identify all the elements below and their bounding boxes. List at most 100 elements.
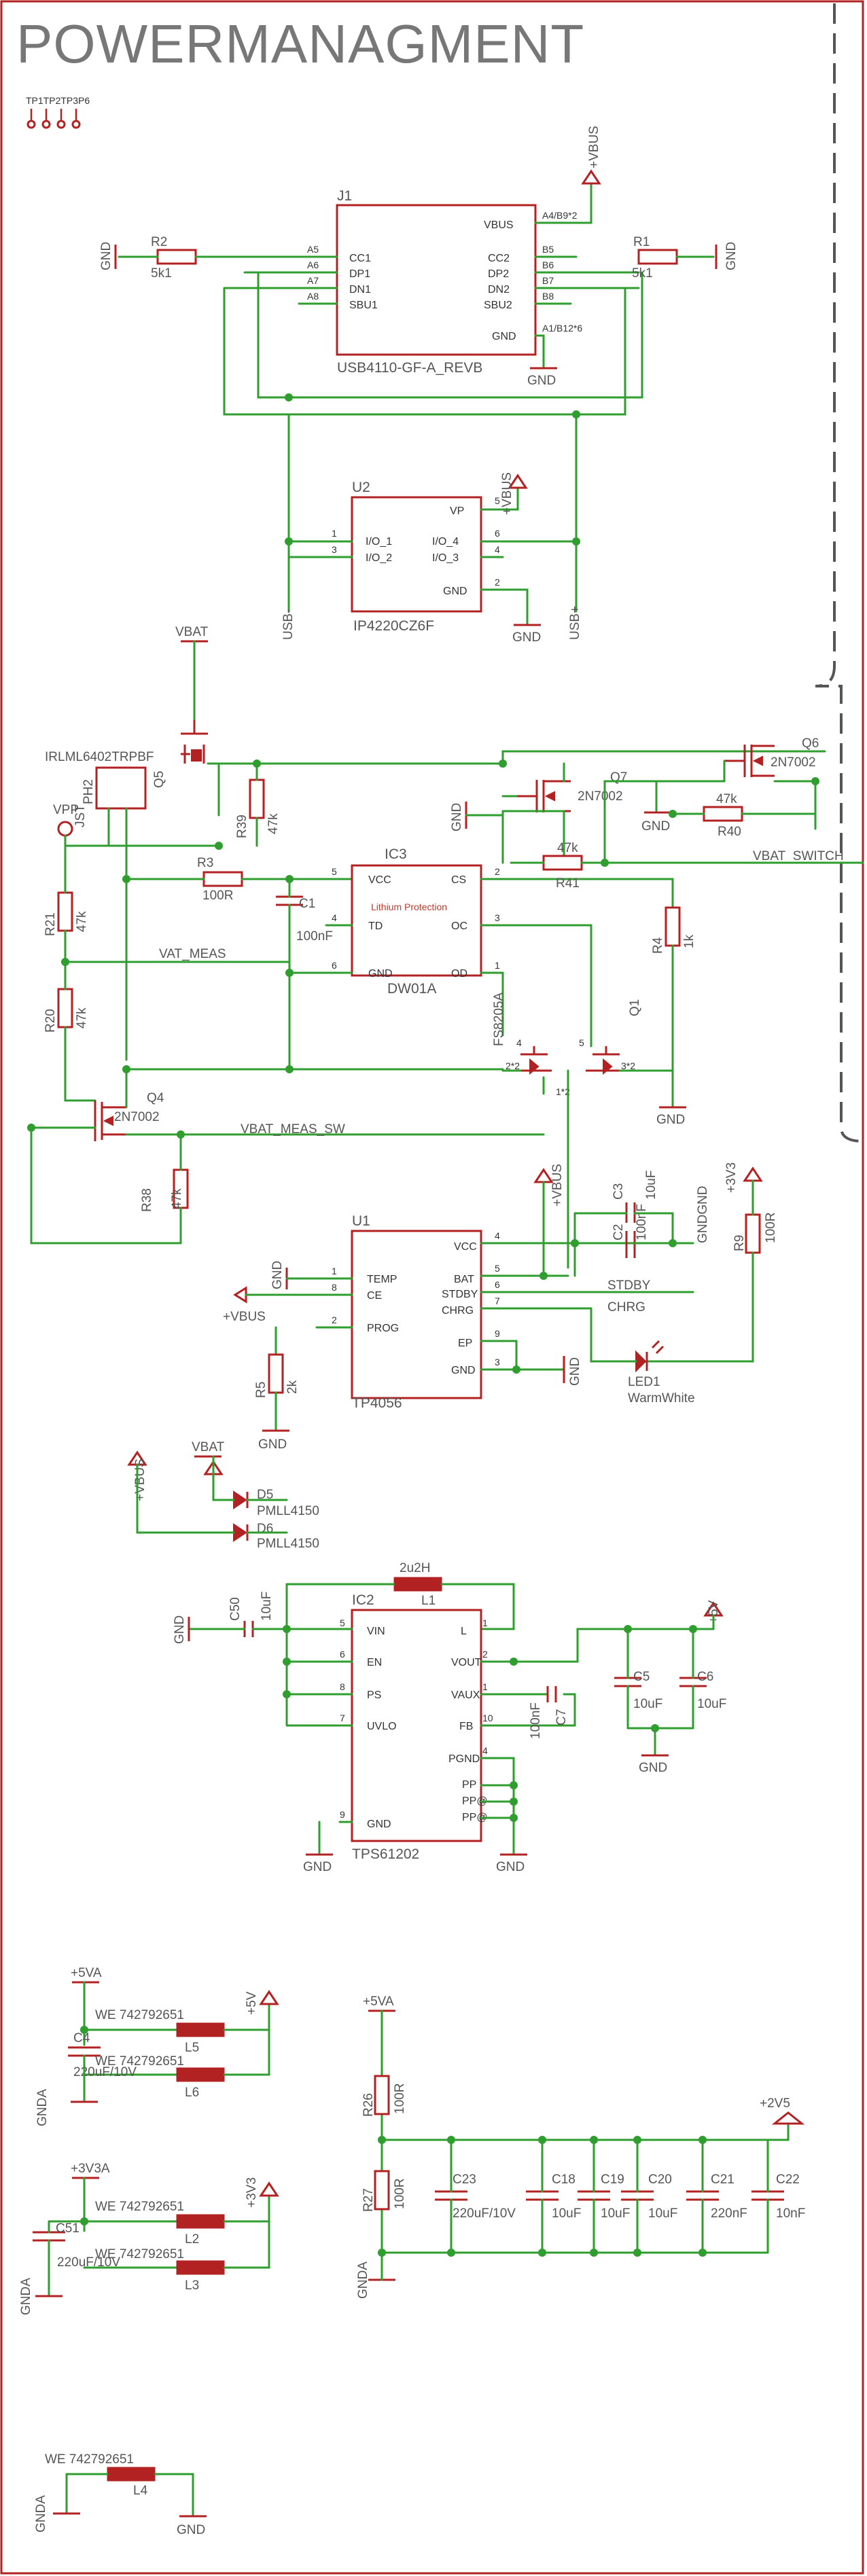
c2-c3-capacitors: C3 10uF C2 100nF GNDGND: [573, 1170, 710, 1277]
svg-text:5: 5: [332, 866, 337, 877]
svg-text:C50: C50: [228, 1597, 243, 1621]
svg-text:FS8205A: FS8205A: [492, 992, 506, 1046]
svg-text:Q6: Q6: [802, 736, 819, 751]
svg-text:5k1: 5k1: [151, 266, 172, 281]
svg-text:TP4056: TP4056: [352, 1395, 402, 1411]
usb-wires: [223, 182, 643, 613]
r1-resistor: R1 5k1: [632, 235, 715, 281]
svg-text:DP2: DP2: [488, 268, 509, 280]
svg-text:PMLL4150: PMLL4150: [257, 1504, 319, 1518]
vbus-j1-symbol: +VBUS: [581, 126, 601, 185]
svg-text:CHRG: CHRG: [442, 1305, 474, 1317]
u2-esd-protection: U2 IP4220CZ6F I/O_1 I/O_2 1 3 VP I/O_4 I…: [325, 480, 545, 634]
gnd-u1-temp: GND: [270, 1261, 321, 1289]
svg-text:R3: R3: [197, 856, 213, 870]
svg-text:WE 742792651: WE 742792651: [45, 2452, 134, 2467]
svg-text:STDBY: STDBY: [442, 1289, 478, 1300]
svg-text:5k1: 5k1: [632, 266, 653, 281]
svg-text:220uF/10V: 220uF/10V: [73, 2065, 137, 2079]
svg-text:6: 6: [495, 528, 500, 539]
c7-capacitor: C7 100nF: [529, 1686, 569, 1739]
svg-text:IC2: IC2: [352, 1592, 374, 1608]
svg-text:2u2H: 2u2H: [400, 1561, 430, 1575]
svg-text:+3V3: +3V3: [724, 1162, 739, 1193]
p2v5-reference: +5VA R26 100R R27 100R +2V5 GNDA: [356, 1994, 805, 2299]
svg-text:PMLL4150: PMLL4150: [257, 1537, 319, 1551]
vbus-prog-label: +VBUS: [223, 1310, 266, 1324]
r9-resistor: R9 100R +3V3: [637, 1162, 778, 1363]
svg-text:+VBUS: +VBUS: [500, 472, 514, 515]
r2-resistor: R2 5k1: [118, 235, 300, 281]
svg-text:2N7002: 2N7002: [114, 1110, 160, 1124]
svg-text:PROG: PROG: [367, 1323, 399, 1334]
svg-text:2: 2: [495, 577, 500, 588]
svg-text:VBUS: VBUS: [484, 219, 514, 231]
svg-text:47k: 47k: [75, 911, 89, 932]
vbat-top-symbol: VBAT: [175, 625, 209, 721]
svg-text:R26: R26: [361, 2093, 376, 2117]
svg-text:TD: TD: [368, 920, 383, 932]
svg-text:VCC: VCC: [368, 874, 391, 886]
svg-text:C23: C23: [453, 2172, 476, 2187]
q5-pmos: IRLML6402TRPBF Q5: [45, 720, 208, 788]
svg-text:9: 9: [340, 1809, 345, 1820]
svg-text:47k: 47k: [75, 1007, 89, 1028]
svg-text:PP@: PP@: [462, 1795, 488, 1807]
svg-text:4: 4: [482, 1745, 488, 1756]
vbat-switch-label: VBAT_SWITCH: [753, 849, 844, 863]
svg-text:220uF/10V: 220uF/10V: [453, 2206, 516, 2221]
ce-arrow: [233, 1286, 273, 1304]
svg-text:C51: C51: [56, 2221, 79, 2236]
r40-resistor: 47k R40: [671, 792, 817, 839]
svg-text:GND: GND: [527, 374, 556, 388]
svg-text:L1: L1: [421, 1594, 436, 1608]
svg-text:DN1: DN1: [349, 284, 371, 296]
svg-text:GND: GND: [492, 331, 516, 342]
svg-text:PS: PS: [367, 1689, 381, 1701]
svg-text:47k: 47k: [266, 813, 281, 834]
svg-text:R20: R20: [43, 1009, 58, 1033]
svg-text:PP@: PP@: [462, 1812, 488, 1823]
r4-resistor: R4 1k: [651, 906, 696, 1109]
svg-text:10uF: 10uF: [697, 1697, 726, 1711]
p5v-ic2-symbol: +5V: [703, 1600, 724, 1630]
svg-text:C22: C22: [776, 2172, 800, 2187]
svg-text:CC2: CC2: [488, 253, 510, 264]
svg-text:USB4110-GF-A_REVB: USB4110-GF-A_REVB: [337, 360, 482, 376]
svg-text:A8: A8: [307, 291, 319, 302]
svg-text:D5: D5: [257, 1488, 273, 1502]
svg-text:A1/B12*6: A1/B12*6: [542, 323, 582, 334]
gnd-r5: GND: [258, 1429, 289, 1452]
svg-text:BAT: BAT: [454, 1274, 474, 1285]
svg-text:1: 1: [332, 1266, 337, 1276]
svg-text:Q1: Q1: [628, 999, 642, 1016]
chrg-label: CHRG: [607, 1300, 645, 1314]
svg-text:L5: L5: [185, 2041, 199, 2055]
svg-text:GND: GND: [496, 1860, 525, 1874]
svg-text:2k: 2k: [285, 1380, 300, 1394]
svg-text:10uF: 10uF: [648, 2206, 677, 2221]
svg-text:R9: R9: [732, 1235, 747, 1251]
gnd-ic2: GND GND: [303, 1853, 527, 1874]
svg-text:VAUX: VAUX: [451, 1689, 480, 1701]
svg-text:JST: JST: [73, 804, 88, 827]
svg-text:GND: GND: [512, 630, 541, 645]
c50-capacitor: C50 10uF: [188, 1592, 288, 1637]
svg-text:B6: B6: [542, 260, 554, 270]
svg-text:2N7002: 2N7002: [771, 755, 816, 770]
p5va-filter: +5VA C4 220uF/10V GNDA WE 742792651 L5 W…: [35, 1966, 279, 2126]
svg-text:U2: U2: [352, 480, 370, 495]
svg-text:9: 9: [495, 1328, 500, 1339]
ic3-dw01a: IC3 DW01A Lithium Protection VCC TD GND …: [288, 846, 674, 1048]
svg-text:2: 2: [482, 1649, 488, 1660]
vbus-u2-symbol: +VBUS: [500, 472, 528, 515]
svg-text:PH2: PH2: [82, 779, 96, 804]
p3v3a-filter: +3V3A C51 220uF/10V GNDA WE 742792651 L2…: [19, 2162, 279, 2315]
svg-text:+5V: +5V: [707, 1600, 721, 1624]
svg-text:100R: 100R: [202, 889, 233, 903]
gnd-c50: GND: [173, 1615, 190, 1644]
gnd-j1-symbol: GND: [527, 367, 557, 388]
svg-text:J1: J1: [337, 188, 352, 204]
svg-text:D6: D6: [257, 1522, 273, 1536]
svg-text:4: 4: [516, 1037, 522, 1048]
